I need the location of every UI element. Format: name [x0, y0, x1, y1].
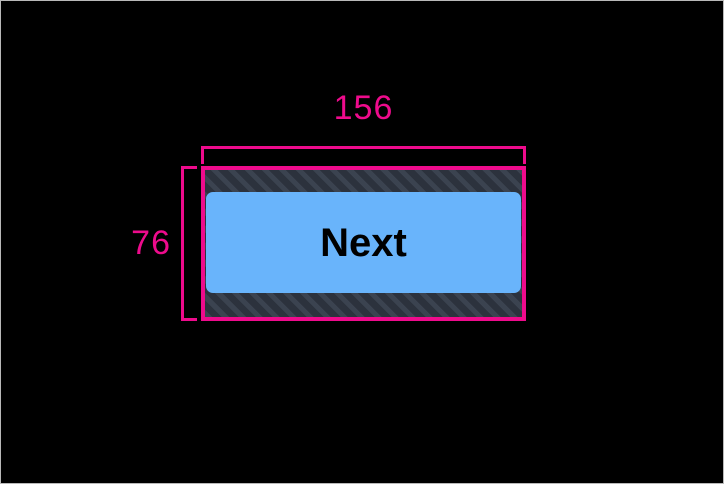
padding-region-top — [205, 170, 522, 192]
highlighted-element[interactable]: Next — [201, 166, 526, 321]
height-dimension-label: 76 — [131, 224, 171, 262]
element-content-area[interactable]: Next — [206, 192, 521, 293]
element-content-label: Next — [320, 220, 407, 265]
width-dimension-label: 156 — [333, 89, 394, 127]
width-dimension-bracket — [201, 146, 526, 164]
height-dimension-bracket — [181, 166, 197, 321]
padding-region-bottom — [205, 293, 522, 317]
